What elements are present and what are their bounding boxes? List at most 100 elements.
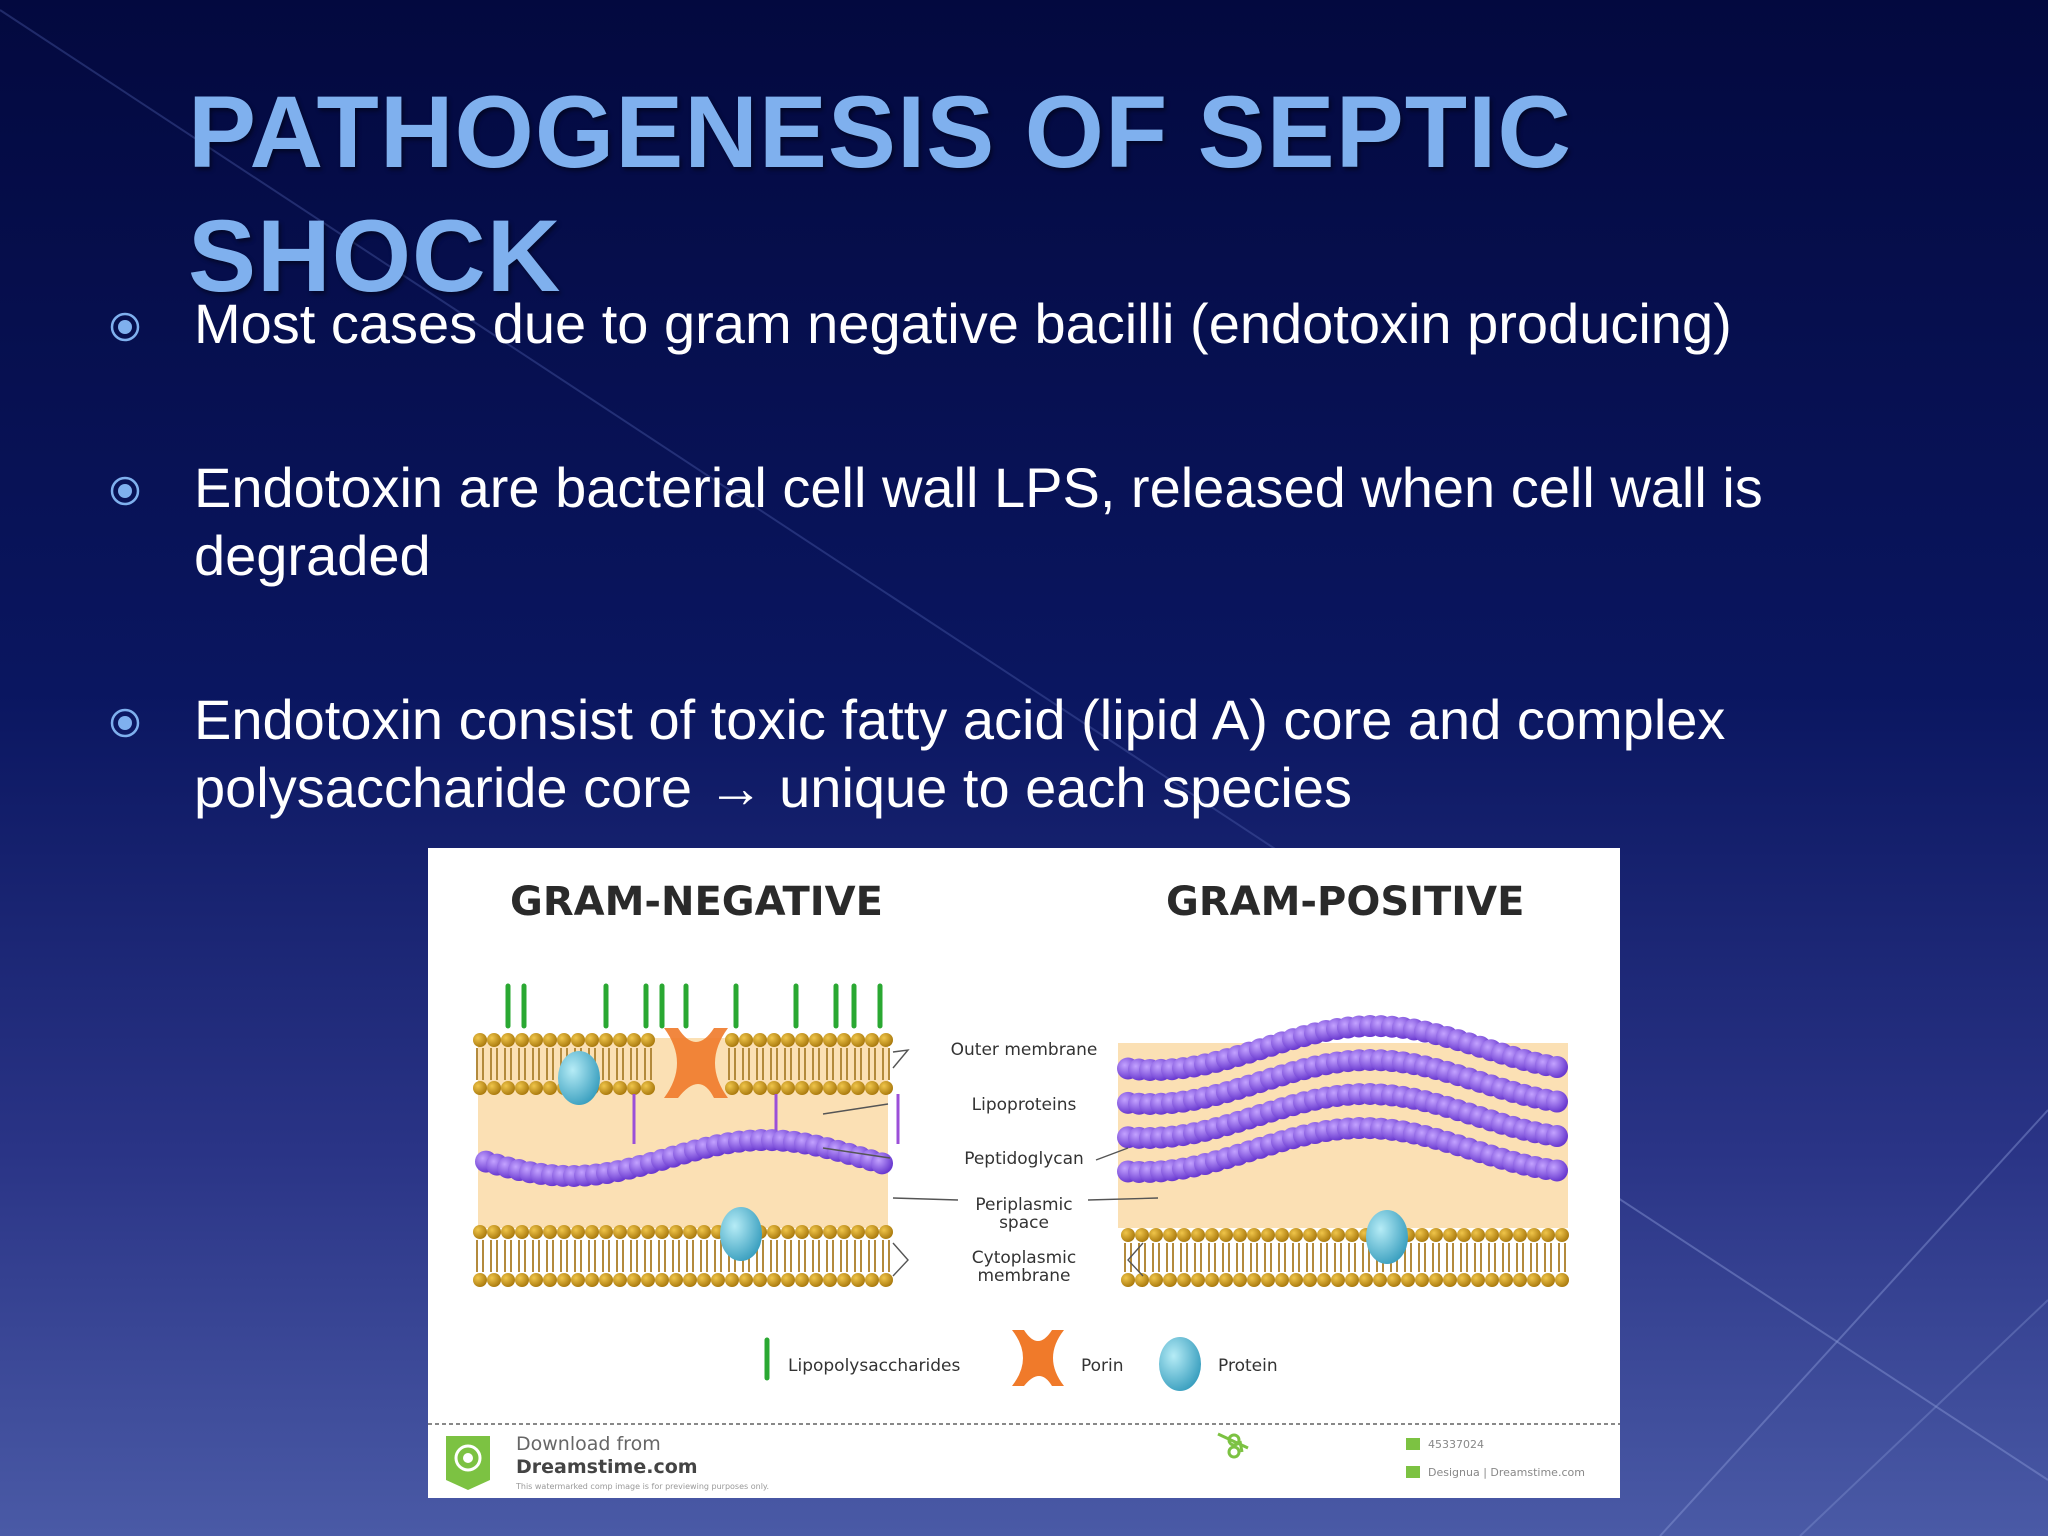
lipid-head <box>1233 1228 1247 1242</box>
lipid-head <box>1499 1273 1513 1287</box>
lipid-head <box>571 1033 585 1047</box>
lipid-head <box>697 1273 711 1287</box>
lipid-head <box>683 1273 697 1287</box>
lipid-head <box>725 1273 739 1287</box>
lipid-head <box>837 1225 851 1239</box>
lipid-head <box>599 1081 613 1095</box>
lipid-head <box>1443 1228 1457 1242</box>
peptidoglycan-bead <box>1546 1056 1568 1079</box>
lipid-head <box>809 1081 823 1095</box>
lipid-head <box>1345 1228 1359 1242</box>
lipid-head <box>543 1033 557 1047</box>
lipid-head <box>1191 1228 1205 1242</box>
lipid-head <box>613 1033 627 1047</box>
lipid-head <box>1345 1273 1359 1287</box>
lipid-head <box>1429 1228 1443 1242</box>
lipid-head <box>1191 1273 1205 1287</box>
lipid-head <box>865 1225 879 1239</box>
lipid-head <box>697 1225 711 1239</box>
lipid-head <box>571 1225 585 1239</box>
lipid-head <box>781 1081 795 1095</box>
lipid-head <box>1149 1273 1163 1287</box>
lipid-head <box>711 1273 725 1287</box>
layer-labels <box>822 1049 1159 1277</box>
lipid-head <box>1177 1228 1191 1242</box>
lipid-head <box>725 1033 739 1047</box>
lipid-head <box>473 1033 487 1047</box>
lipid-head <box>1499 1228 1513 1242</box>
lipid-head <box>473 1273 487 1287</box>
lipid-head <box>669 1225 683 1239</box>
lipid-head <box>585 1033 599 1047</box>
lipid-head <box>879 1225 893 1239</box>
cytoplasmic-membrane-bilayer <box>473 1225 893 1287</box>
lipid-head <box>1457 1273 1471 1287</box>
lipid-head <box>515 1273 529 1287</box>
lipid-head <box>1219 1273 1233 1287</box>
lipid-head <box>487 1081 501 1095</box>
gram-negative-title: GRAM-NEGATIVE <box>510 879 883 925</box>
lipid-head <box>879 1033 893 1047</box>
target-circle-icon <box>110 476 140 506</box>
lipid-head <box>1177 1273 1191 1287</box>
bullet-text: Most cases due to gram negative bacilli … <box>194 292 1732 355</box>
lipid-head <box>809 1225 823 1239</box>
target-circle-icon <box>110 708 140 738</box>
lipid-head <box>627 1081 641 1095</box>
lipid-head <box>529 1081 543 1095</box>
lipid-head <box>781 1225 795 1239</box>
lipid-head <box>1303 1228 1317 1242</box>
thick-peptidoglycan-layer <box>1117 1015 1568 1183</box>
lipid-head <box>641 1273 655 1287</box>
porin-shape <box>664 1028 728 1098</box>
lipid-head <box>823 1033 837 1047</box>
lipid-head <box>543 1225 557 1239</box>
lipid-head <box>725 1081 739 1095</box>
lipid-head <box>585 1273 599 1287</box>
lipid-head <box>1485 1273 1499 1287</box>
lipid-head <box>501 1081 515 1095</box>
lipid-head <box>1205 1228 1219 1242</box>
lipid-head <box>501 1225 515 1239</box>
lipid-head <box>1317 1273 1331 1287</box>
label-cytoplasmic-membrane: membrane <box>977 1266 1070 1286</box>
peptidoglycan-bead <box>1546 1159 1568 1182</box>
lipid-head <box>767 1225 781 1239</box>
lipid-head <box>1135 1228 1149 1242</box>
lipid-head <box>823 1225 837 1239</box>
target-circle-icon <box>110 312 140 342</box>
protein-legend-icon <box>1159 1337 1201 1391</box>
lipid-head <box>1303 1273 1317 1287</box>
footer-site: Dreamstime.com <box>516 1456 698 1478</box>
lipid-head <box>613 1081 627 1095</box>
lipid-head <box>739 1033 753 1047</box>
legend-porin-label: Porin <box>1081 1356 1124 1376</box>
lipid-head <box>613 1273 627 1287</box>
lipid-head <box>823 1273 837 1287</box>
bullet-item: Endotoxin consist of toxic fatty acid (l… <box>110 686 1970 822</box>
cell-wall-diagram-svg: GRAM-NEGATIVE GRAM-POSITIVE <box>428 879 1620 1491</box>
lipid-head <box>753 1081 767 1095</box>
lipid-head <box>655 1273 669 1287</box>
lipid-head <box>1289 1273 1303 1287</box>
lipid-head <box>501 1273 515 1287</box>
membrane-protein <box>558 1051 600 1105</box>
lipid-head <box>487 1033 501 1047</box>
gram-positive-title: GRAM-POSITIVE <box>1166 879 1524 925</box>
lipid-head <box>851 1273 865 1287</box>
lipid-head <box>1527 1273 1541 1287</box>
outer-membrane-bilayer <box>473 1033 893 1095</box>
lipid-head <box>837 1081 851 1095</box>
lipid-head <box>613 1225 627 1239</box>
lipid-head <box>1135 1273 1149 1287</box>
lipid-head <box>1387 1273 1401 1287</box>
lipid-head <box>753 1273 767 1287</box>
lipid-head <box>1541 1273 1555 1287</box>
lipid-head <box>627 1033 641 1047</box>
lipid-head <box>1289 1228 1303 1242</box>
lipid-head <box>641 1033 655 1047</box>
gram-positive-cytoplasmic-membrane <box>1121 1228 1569 1287</box>
lipid-head <box>795 1033 809 1047</box>
lipid-head <box>627 1273 641 1287</box>
lipid-head <box>1513 1228 1527 1242</box>
